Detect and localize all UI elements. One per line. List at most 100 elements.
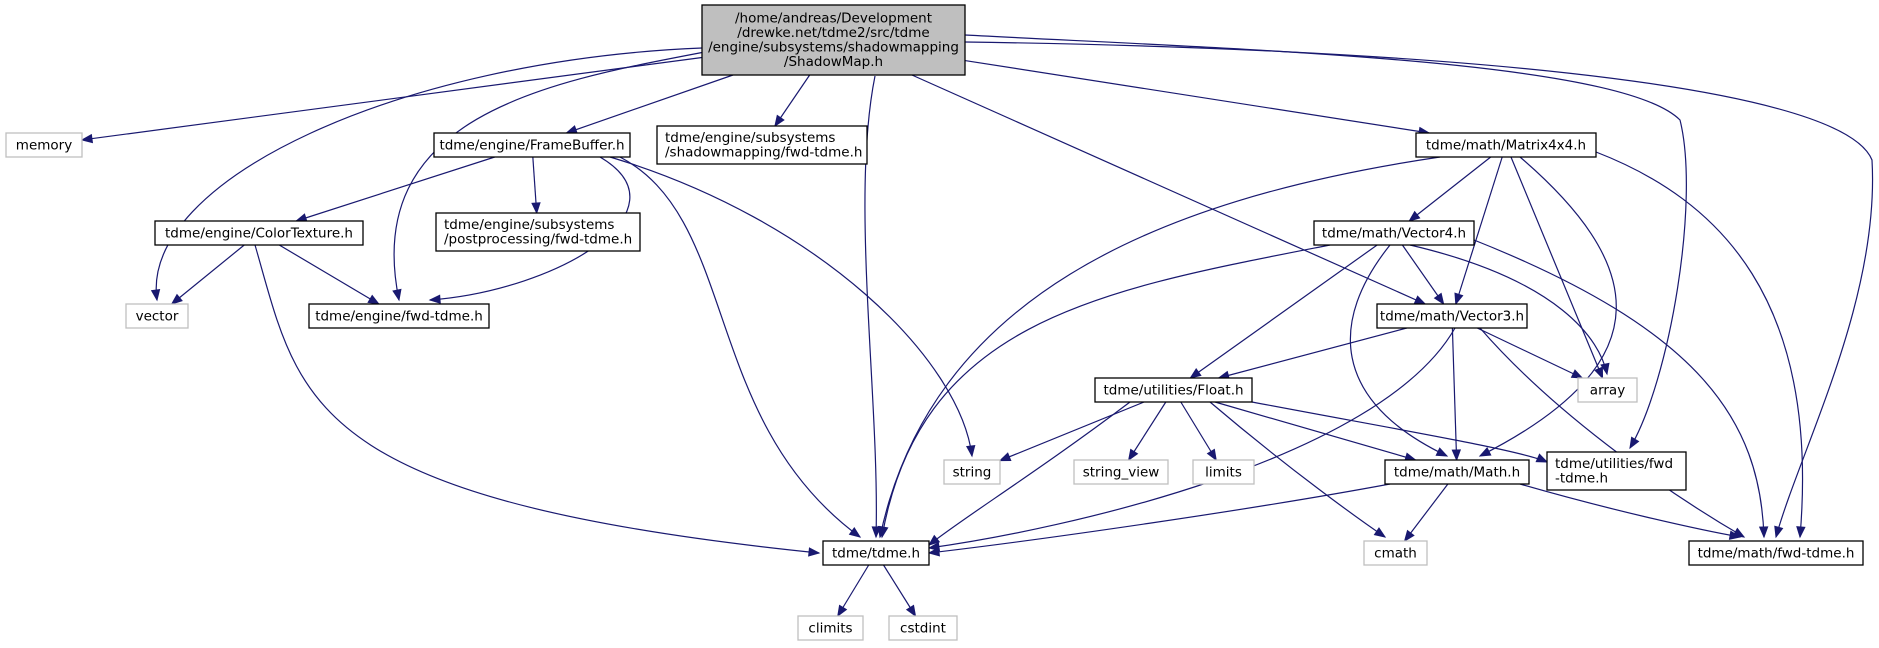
edge-vector4-to-vector3: [1401, 244, 1445, 306]
edge-arrowhead: [1570, 369, 1584, 379]
edge-arrowhead: [848, 526, 862, 538]
edge-arrowhead: [1535, 453, 1549, 463]
edge-line: [1476, 327, 1583, 379]
node-box: [1313, 220, 1475, 246]
node-label: cmath: [1374, 545, 1417, 561]
node-vector4[interactable]: tdme/math/Vector4.h: [1313, 220, 1475, 246]
edge-mathh-to-mathfwd: [1519, 483, 1742, 540]
node-box: [308, 303, 490, 329]
node-utilfwd[interactable]: tdme/utilities/fwd-tdme.h: [1546, 451, 1687, 491]
node-label: tdme/math/Math.h: [1394, 464, 1520, 480]
edge-float-to-tdme: [927, 401, 1131, 546]
node-smfwd[interactable]: tdme/engine/subsystems/shadowmapping/fwd…: [656, 125, 868, 165]
edge-arrowhead: [879, 525, 889, 539]
node-label: /drewke.net/tdme2/src/tdme: [737, 25, 929, 41]
edge-arrowhead: [1403, 529, 1415, 543]
edge-line: [566, 74, 734, 134]
node-colortexture[interactable]: tdme/engine/ColorTexture.h: [154, 220, 364, 246]
node-root[interactable]: /home/andreas/Development/drewke.net/tdm…: [701, 4, 966, 76]
node-label: string_view: [1083, 464, 1160, 480]
node-label: limits: [1205, 464, 1242, 480]
edge-arrowhead: [1758, 526, 1769, 539]
edge-line: [1455, 156, 1503, 305]
node-box: [1577, 377, 1638, 403]
edge-vector4-to-float: [1189, 244, 1378, 379]
node-box: [822, 540, 930, 566]
edge-matrix-to-array: [1510, 156, 1604, 380]
edge-line: [964, 59, 1430, 134]
edge-vector3-to-mathfwd: [1479, 327, 1746, 538]
edge-vector4-to-mathfwd: [1473, 239, 1769, 539]
edge-line: [254, 244, 820, 554]
node-framebuffer[interactable]: tdme/engine/FrameBuffer.h: [433, 132, 631, 158]
node-label: array: [1590, 382, 1625, 398]
node-limits: limits: [1192, 459, 1255, 485]
edge-line: [81, 56, 703, 141]
edge-arrowhead: [927, 547, 940, 557]
edge-float-to-cmath: [1209, 401, 1387, 538]
node-enginefwd[interactable]: tdme/engine/fwd-tdme.h: [308, 303, 490, 329]
edge-matrix-to-vector3: [1454, 156, 1503, 306]
edge-line: [1251, 401, 1548, 463]
edge-root-to-vector3: [911, 74, 1427, 305]
node-float[interactable]: tdme/utilities/Float.h: [1094, 377, 1253, 403]
node-box: [701, 4, 966, 76]
node-label: tdme/engine/fwd-tdme.h: [315, 308, 483, 324]
edge-tdme-to-cstdint: [883, 564, 917, 618]
node-label: tdme/math/Vector4.h: [1322, 225, 1466, 241]
node-cmath: cmath: [1363, 540, 1428, 566]
edge-arrowhead: [1206, 448, 1217, 462]
edge-framebuffer-to-ppfwd: [531, 156, 541, 215]
edge-root-to-mathfwd: [964, 41, 1874, 539]
edge-vector3-to-float: [1217, 327, 1407, 380]
edge-root-to-enginefwd: [392, 49, 716, 302]
node-matrix[interactable]: tdme/math/Matrix4x4.h: [1415, 132, 1597, 158]
node-mathfwd[interactable]: tdme/math/fwd-tdme.h: [1688, 540, 1864, 566]
node-box: [5, 132, 83, 158]
node-box: [888, 615, 958, 641]
edge-arrowhead: [1728, 530, 1742, 540]
edge-vector3-to-array: [1476, 327, 1584, 379]
node-ppfwd[interactable]: tdme/engine/subsystems/postprocessing/fw…: [435, 212, 641, 252]
edge-line: [1218, 327, 1407, 379]
node-label: cstdint: [900, 620, 946, 636]
edge-line: [1473, 239, 1765, 538]
edge-float-to-mathh: [1214, 401, 1417, 462]
edge-root-to-utilfwd: [964, 34, 1687, 450]
edge-arrowhead: [998, 452, 1012, 462]
edge-vector4-to-mathh: [1349, 244, 1449, 457]
node-tdme[interactable]: tdme/tdme.h: [822, 540, 930, 566]
node-label: /home/andreas/Development: [735, 11, 932, 27]
edge-arrowhead: [927, 534, 941, 546]
edge-line: [609, 156, 973, 457]
node-box: [433, 132, 631, 158]
node-box: [1192, 459, 1255, 485]
node-label: memory: [16, 137, 72, 153]
edge-root-to-framebuffer: [565, 74, 734, 135]
edge-line: [1214, 401, 1416, 461]
edge-line: [1510, 156, 1604, 379]
edge-line: [964, 41, 1874, 538]
node-cstdint: cstdint: [888, 615, 958, 641]
edge-arrowhead: [1451, 449, 1462, 462]
edge-line: [964, 34, 1687, 449]
edge-arrowhead: [774, 114, 785, 128]
edge-line: [911, 74, 1426, 305]
node-label: /ShadowMap.h: [784, 54, 883, 70]
edge-framebuffer-to-string: [609, 156, 976, 458]
edge-line: [928, 401, 1131, 546]
node-label: tdme/engine/subsystems: [444, 217, 614, 233]
edge-line: [1209, 401, 1386, 538]
node-label: /shadowmapping/fwd-tdme.h: [665, 145, 862, 161]
node-box: [1363, 540, 1428, 566]
node-box: [1376, 303, 1528, 329]
edge-vector3-to-mathh: [1451, 327, 1462, 462]
edge-vector4-to-array: [1409, 244, 1610, 376]
node-box: [1094, 377, 1253, 403]
edge-line: [1401, 244, 1445, 305]
node-mathh[interactable]: tdme/math/Math.h: [1384, 459, 1530, 485]
edge-line: [619, 156, 861, 538]
node-vector3[interactable]: tdme/math/Vector3.h: [1376, 303, 1528, 329]
node-box: [154, 220, 364, 246]
